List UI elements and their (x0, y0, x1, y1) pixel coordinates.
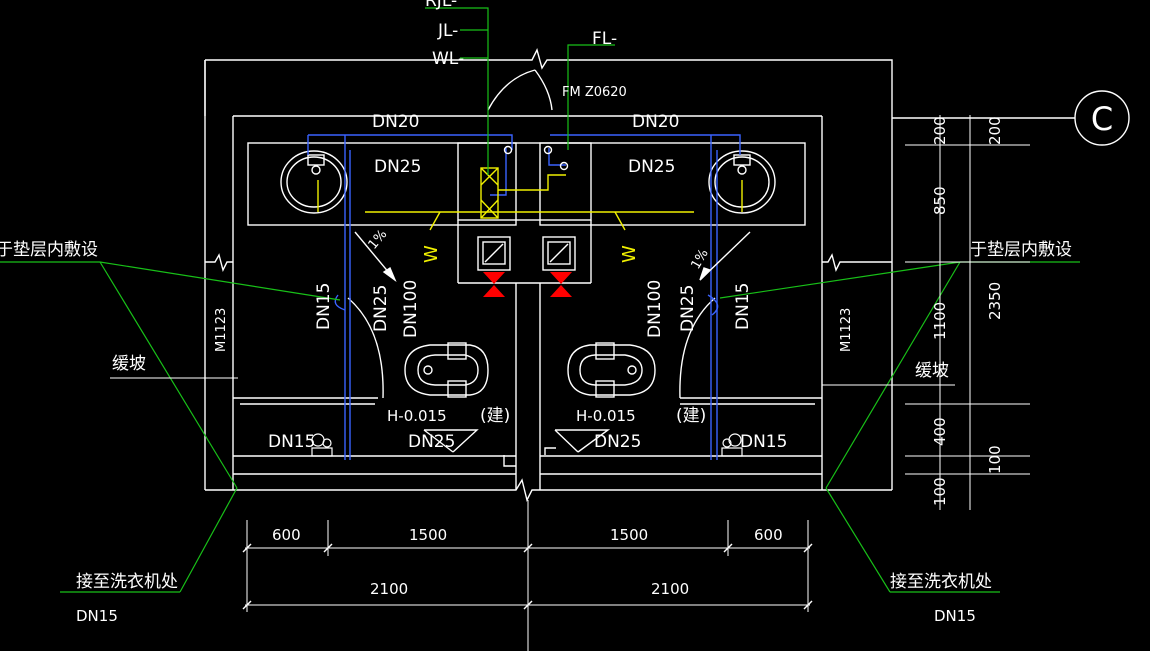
left-dn25-vertical: DN25 (371, 285, 391, 332)
washer-taps (311, 433, 743, 457)
dim-bottom-1500-left: 1500 (409, 526, 447, 544)
left-note-in-floor: 于垫层内敷设 (0, 240, 98, 260)
dim-right-outer-100: 100 (986, 445, 1004, 474)
pipe-label-jl: JL- (437, 21, 458, 41)
dim-right-inner-400: 400 (931, 417, 949, 446)
right-note-in-floor: 于垫层内敷设 (970, 240, 1072, 260)
right-jian: (建) (676, 406, 706, 426)
right-slope-note: 缓坡 (915, 361, 949, 381)
riser-boxes (477, 145, 576, 271)
valve-icon-left-top (483, 272, 505, 284)
left-door-label: M1123 (214, 308, 229, 352)
pipe-label-fl: FL- (592, 29, 617, 49)
dim-right-outer-200: 200 (986, 116, 1004, 145)
trap-symbol-right: W (619, 245, 640, 263)
dim-right-inner-1100: 1100 (931, 302, 949, 340)
right-dn20: DN20 (632, 112, 679, 132)
right-dn100: DN100 (645, 280, 665, 338)
left-dn20: DN20 (372, 112, 419, 132)
left-jian: (建) (480, 406, 510, 426)
door-label-fm: FM Z0620 (562, 85, 627, 100)
left-slope-note: 缓坡 (112, 354, 146, 374)
right-elevation: H-0.015 (576, 407, 636, 425)
dim-bottom-600-right: 600 (754, 526, 783, 544)
valve-icon-left-bottom (483, 285, 505, 297)
axis-label: C (1091, 100, 1113, 138)
dim-right-inner-100: 100 (931, 477, 949, 506)
slope-note-pointers (110, 377, 955, 386)
wash-basin-left (280, 150, 348, 214)
right-washer-note: 接至洗衣机处 (890, 572, 992, 592)
dim-bottom-1500-right: 1500 (610, 526, 648, 544)
valve-icon-right-bottom (550, 285, 572, 297)
dim-bottom-2100-right: 2100 (651, 580, 689, 598)
dimension-ticks (242, 543, 813, 610)
right-dn15-bottom: DN15 (740, 432, 787, 452)
floor-drain-markers (423, 429, 611, 453)
right-door-label: M1123 (839, 308, 854, 352)
right-dn15-vertical: DN15 (733, 283, 753, 330)
squat-toilet-left (404, 342, 489, 398)
right-washer-dn: DN15 (934, 607, 976, 625)
right-dn25-bottom: DN25 (594, 432, 641, 452)
right-dn25-vertical: DN25 (678, 285, 698, 332)
left-washer-note: 接至洗衣机处 (76, 572, 178, 592)
dim-right-outer-2350: 2350 (986, 282, 1004, 320)
valve-icon-right-top (550, 272, 572, 284)
dim-bottom-600-left: 600 (272, 526, 301, 544)
slope-arrows (354, 231, 751, 283)
pipe-label-wl: WL- (432, 49, 464, 69)
left-dn15-bottom: DN15 (268, 432, 315, 452)
dim-right-inner-200: 200 (931, 116, 949, 145)
walls (204, 48, 893, 503)
right-dn25-top: DN25 (628, 157, 675, 177)
left-dn100: DN100 (401, 280, 421, 338)
drain-pipes (317, 167, 743, 231)
left-washer-dn: DN15 (76, 607, 118, 625)
pipe-label-rjl: RJL- (425, 0, 457, 11)
dim-right-outer-850: 850 (931, 186, 949, 215)
water-supply-pipes (307, 134, 741, 460)
dimension-lines (245, 115, 1030, 651)
dim-bottom-2100-left: 2100 (370, 580, 408, 598)
left-dn25-top: DN25 (374, 157, 421, 177)
left-dn25-bottom: DN25 (408, 432, 455, 452)
left-elevation: H-0.015 (387, 407, 447, 425)
riser-leaders (0, 7, 1080, 593)
trap-symbol-left: W (421, 245, 442, 263)
valve-symbols (483, 272, 572, 297)
squat-toilet-right (567, 342, 656, 398)
left-dn15-vertical: DN15 (314, 283, 334, 330)
